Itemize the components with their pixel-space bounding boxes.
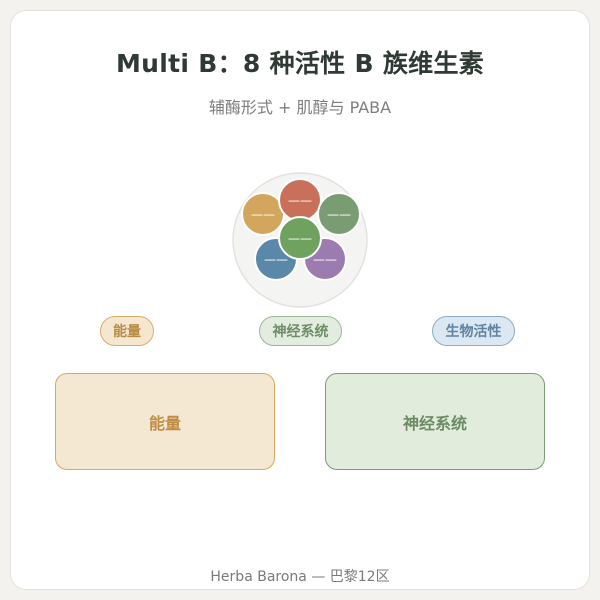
- vitamin-circle: ——: [278, 178, 322, 222]
- vitamin-circle: ——: [317, 192, 361, 236]
- vitamin-circle-label: ——: [288, 194, 312, 208]
- panel-nervous-system: 神经系统: [325, 373, 545, 470]
- panel-energy: 能量: [55, 373, 275, 470]
- vitamin-circle-label: ——: [251, 208, 275, 222]
- page-subtitle: 辅酶形式 + 肌醇与 PABA: [208, 98, 392, 117]
- footer-credit: Herba Barona — 巴黎12区: [210, 569, 390, 585]
- vitamin-circle-label: ——: [327, 208, 351, 222]
- vitamin-circle-label: ——: [264, 253, 288, 267]
- vitamin-circle-label: ——: [288, 232, 312, 246]
- page-title: Multi B：8 种活性 B 族维生素: [115, 49, 485, 78]
- vitamin-circle: ——: [278, 216, 322, 260]
- vitamin-circle-label: ——: [313, 253, 337, 267]
- tag-nervous-system: 神经系统: [259, 316, 342, 346]
- vitamin-circle: ——: [241, 192, 285, 236]
- tag-energy: 能量: [100, 316, 154, 346]
- tag-bioactivity: 生物活性: [432, 316, 515, 346]
